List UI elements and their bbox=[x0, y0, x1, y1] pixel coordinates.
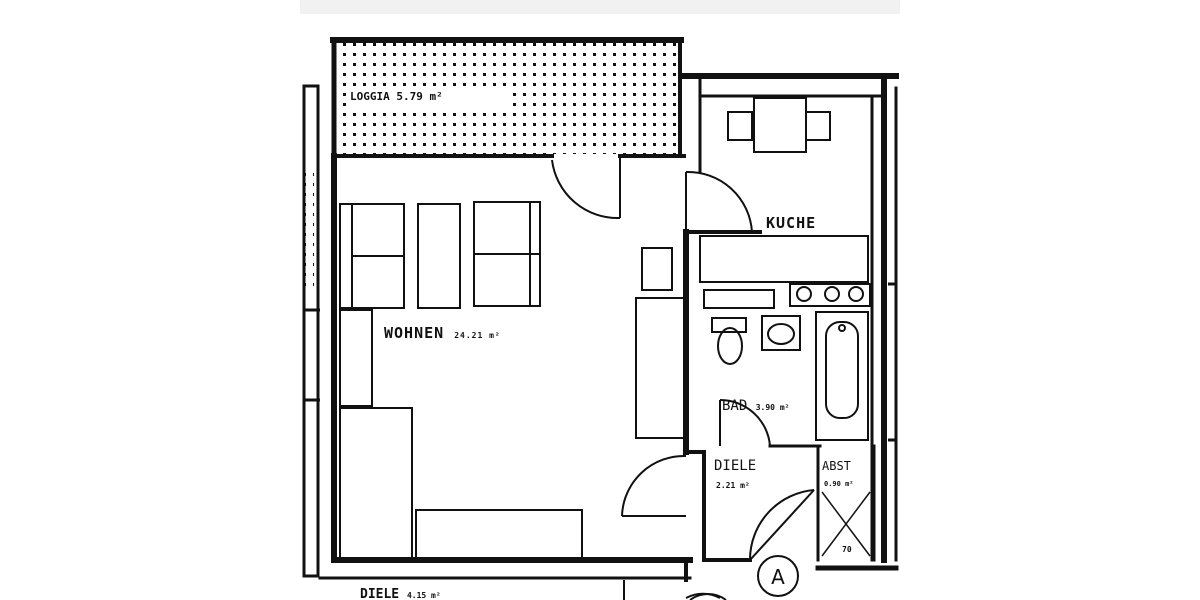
bath-fixtures bbox=[703, 289, 869, 441]
diele-label: DIELE bbox=[714, 458, 756, 474]
walls bbox=[318, 73, 899, 582]
kuche-label: KUCHE bbox=[766, 214, 816, 232]
wohnen-label: WOHNEN 24.21 m² bbox=[384, 324, 501, 342]
living-furniture bbox=[339, 201, 685, 559]
neighbour-left bbox=[302, 84, 320, 578]
entrance-marker-label: A bbox=[771, 565, 785, 589]
doors bbox=[551, 156, 815, 600]
bad-label: BAD 3.90 m² bbox=[722, 398, 789, 414]
abst-label: ABST bbox=[822, 459, 851, 473]
storage-room bbox=[821, 491, 871, 557]
abst-area: 0.90 m² bbox=[824, 480, 854, 488]
diele-area: 2.21 m² bbox=[716, 481, 750, 490]
entrance-marker: A bbox=[689, 555, 799, 600]
diele2-label: DIELE 4.15 m² bbox=[360, 587, 441, 600]
room-loggia: LOGGIA 5.79 m² bbox=[330, 37, 684, 156]
loggia-label: LOGGIA 5.79 m² bbox=[350, 90, 443, 103]
kitchen-furniture bbox=[699, 97, 871, 307]
neighbour-right bbox=[888, 282, 896, 442]
abst-code: 70 bbox=[842, 545, 852, 554]
